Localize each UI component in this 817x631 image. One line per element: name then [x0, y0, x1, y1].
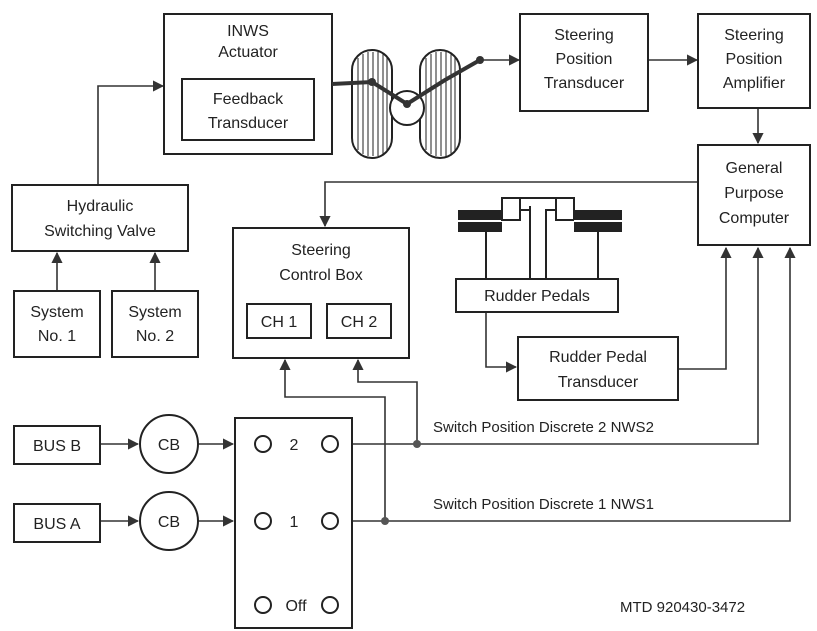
left-pedal-mount [501, 197, 521, 221]
rudder-pedals-block: Rudder Pedals [455, 278, 619, 313]
circuit-breaker-b: CB [139, 414, 199, 474]
cb-b-label: CB [158, 437, 180, 454]
left-wheel [351, 49, 393, 159]
line-pedals-to-transducer [485, 312, 518, 373]
hsv-label-line1: Hydraulic [67, 198, 134, 215]
spt-label-line2: Position [556, 51, 613, 68]
rudder-pedal-transducer-block: Rudder Pedal Transducer [517, 336, 679, 401]
line-pedaltransducer-to-computer [678, 246, 732, 370]
system2-label-line2: No. 2 [136, 328, 174, 345]
switch-position-off: Off [254, 596, 339, 615]
rpt-label-line2: Transducer [558, 374, 639, 391]
junction-dot-nws2 [413, 440, 421, 448]
spt-label-line3: Transducer [544, 75, 625, 92]
ch2-label: CH 2 [341, 314, 378, 331]
pedal-linkage [520, 197, 556, 278]
bus-a-label: BUS A [33, 516, 80, 533]
inws-actuator-label-line1: INWS [227, 23, 269, 40]
rpt-label-line1: Rudder Pedal [549, 349, 647, 366]
channel-1-block: CH 1 [246, 303, 312, 339]
switch-position-1: 1 [254, 512, 339, 531]
general-purpose-computer-block: General Purpose Computer [697, 144, 811, 246]
nws1-signal-label: Switch Position Discrete 1 NWS1 [433, 496, 654, 513]
spt-label-line1: Steering [554, 27, 614, 44]
system1-label-line2: No. 1 [38, 328, 76, 345]
scb-label-line2: Control Box [279, 267, 363, 284]
scb-label-line1: Steering [291, 242, 351, 259]
bus-a-block: BUS A [13, 503, 101, 543]
feedback-transducer-block: Feedback Transducer [181, 78, 315, 141]
channel-2-block: CH 2 [326, 303, 392, 339]
linkage-pivot-right [476, 56, 484, 64]
drawing-id: MTD 920430-3472 [620, 599, 745, 616]
system2-label-line1: System [128, 304, 181, 321]
system-2-block: System No. 2 [111, 290, 199, 358]
line-valve-to-actuator [97, 80, 165, 184]
ch1-label: CH 1 [261, 314, 298, 331]
spa-label-line3: Amplifier [723, 75, 786, 92]
line-nws2-to-ch2 [352, 358, 418, 444]
switch-pos-2-label: 2 [290, 437, 299, 454]
bus-b-label: BUS B [33, 438, 81, 455]
connection-lines [51, 54, 796, 527]
inws-actuator-block: INWS Actuator Feedback Transducer [163, 13, 333, 155]
feedback-transducer-label-line1: Feedback [213, 91, 284, 108]
system-1-block: System No. 1 [13, 290, 101, 358]
rudder-pedal-illustration [458, 197, 622, 278]
line-nws1-to-ch1 [279, 358, 386, 521]
switch-position-2: 2 [254, 435, 339, 454]
nws2-signal-label: Switch Position Discrete 2 NWS2 [433, 419, 654, 436]
feedback-transducer-label-line2: Transducer [208, 115, 289, 132]
steering-position-amplifier-block: Steering Position Amplifier [697, 13, 811, 109]
spa-label-line2: Position [726, 51, 783, 68]
gpc-label-line2: Purpose [724, 185, 784, 202]
hsv-label-line2: Switching Valve [44, 223, 156, 240]
line-computer-to-controlbox [319, 181, 698, 228]
spa-label-line1: Steering [724, 27, 784, 44]
junction-dot-nws1 [381, 517, 389, 525]
linkage-pivot-left [368, 78, 376, 86]
gpc-label-line3: Computer [719, 210, 790, 227]
steering-position-transducer-block: Steering Position Transducer [519, 13, 649, 112]
circuit-breaker-a: CB [139, 491, 199, 551]
right-pedal-mount [555, 197, 575, 221]
switch-pos-off-label: Off [285, 598, 307, 615]
rudder-pedals-label: Rudder Pedals [484, 288, 590, 305]
hydraulic-switching-valve-block: Hydraulic Switching Valve [11, 184, 189, 252]
line-nws2 [352, 246, 764, 445]
nws-selector-switch: 2 1 Off [234, 417, 353, 629]
nose-wheels-illustration [331, 49, 484, 159]
linkage-pivot-center [403, 100, 411, 108]
cb-a-label: CB [158, 514, 180, 531]
gpc-label-line1: General [726, 160, 783, 177]
right-wheel [419, 49, 461, 159]
steering-control-box-block: Steering Control Box CH 1 CH 2 [232, 227, 410, 359]
inws-actuator-label-line2: Actuator [218, 44, 278, 61]
system1-label-line1: System [30, 304, 83, 321]
bus-b-block: BUS B [13, 425, 101, 465]
line-nws1 [352, 246, 796, 522]
switch-pos-1-label: 1 [290, 514, 299, 531]
